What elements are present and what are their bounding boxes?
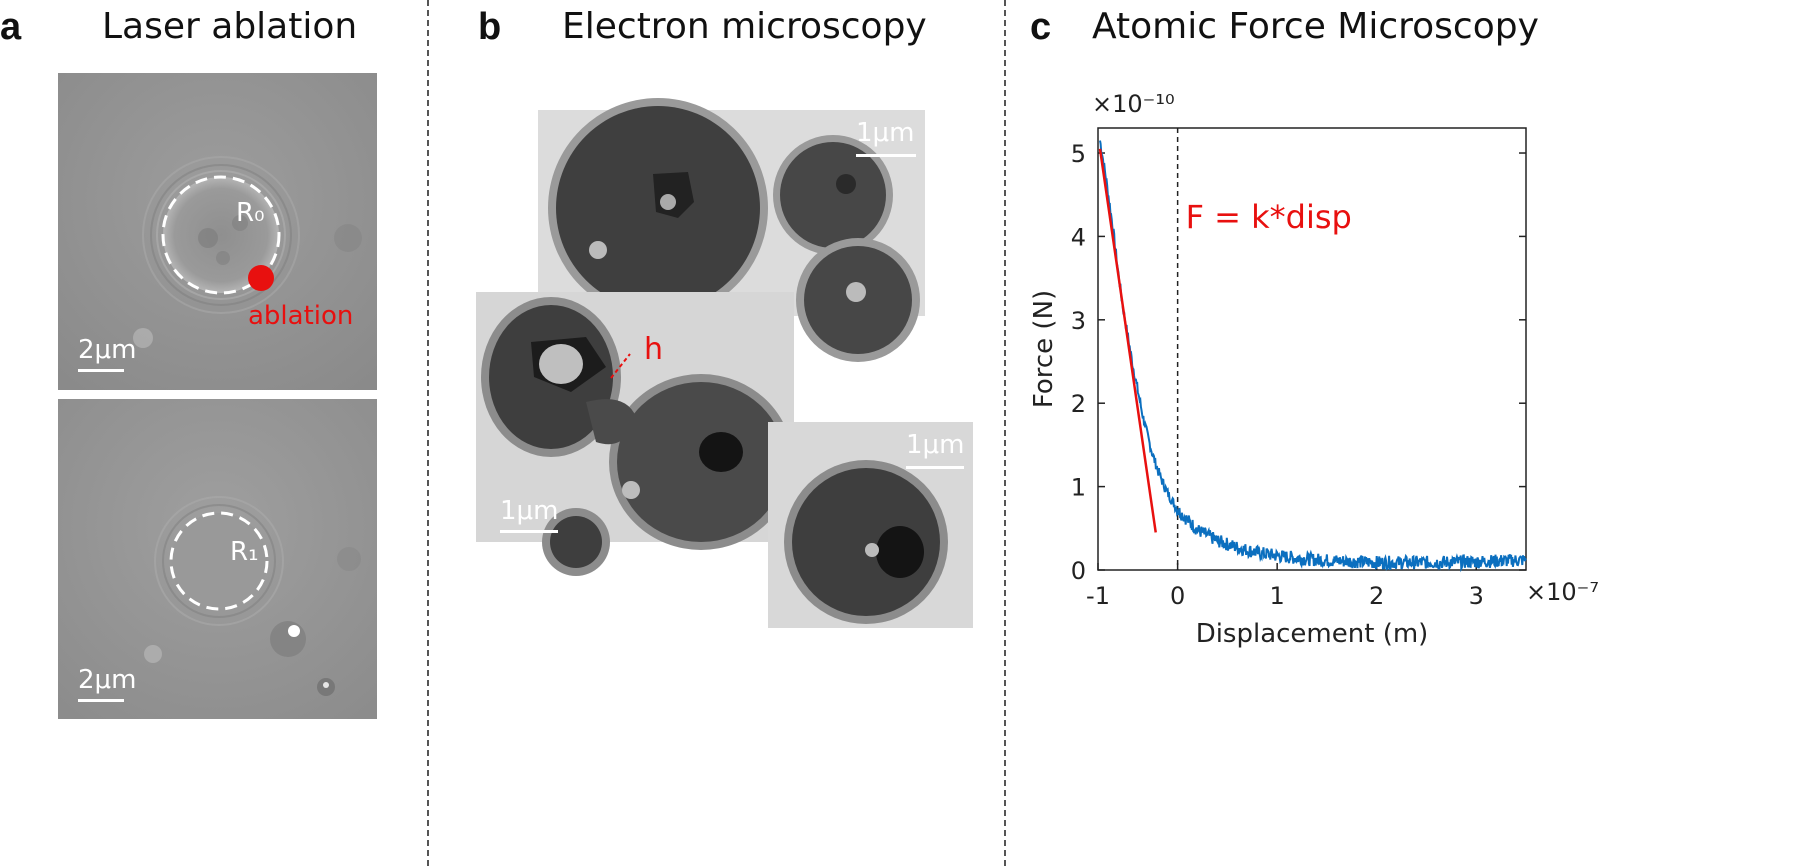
panel-title-c: Atomic Force Microscopy (1092, 6, 1539, 47)
scalebar-line (906, 466, 964, 469)
scalebar-line (856, 154, 916, 157)
scalebar-line (78, 369, 124, 372)
y-tick-label: 5 (1071, 140, 1086, 168)
thickness-indicator-line (610, 353, 631, 379)
scalebar-label: 2μm (78, 665, 137, 695)
scalebar-label: 1μm (906, 430, 965, 460)
laser-micrograph-before-art (58, 73, 377, 390)
scalebar-line (500, 530, 558, 533)
x-tick-label: -1 (1086, 582, 1110, 610)
radius-label-r1: R₁ (230, 537, 259, 567)
panel-letter-a: a (0, 6, 22, 48)
x-axis-label: Displacement (m) (1196, 619, 1429, 649)
x-axis-ticks: -1 0 1 2 3 (1086, 563, 1484, 610)
laser-micrograph-after: R₁ 2μm (58, 399, 377, 719)
em-image-dividing-cell: h 1μm (476, 292, 794, 576)
y-exponent-label: ×10⁻¹⁰ (1092, 90, 1175, 118)
x-tick-label: 1 (1270, 582, 1285, 610)
em-image-bottom-right-art (768, 422, 973, 628)
panel-title-b: Electron microscopy (562, 6, 927, 47)
hooke-law-annotation: F = k*disp (1186, 198, 1352, 236)
scalebar-label: 1μm (500, 496, 559, 526)
ablation-point-marker (248, 265, 274, 291)
em-image-top: 1μm (538, 98, 925, 362)
linear-fit-line (1098, 148, 1157, 533)
cell-wall-thickness-label: h (644, 332, 664, 367)
force-displacement-series (1099, 140, 1527, 573)
x-exponent-label: ×10⁻⁷ (1526, 578, 1599, 606)
panel-divider-ab (427, 0, 429, 866)
panel-divider-bc (1004, 0, 1006, 866)
x-tick-label: 3 (1469, 582, 1484, 610)
laser-micrograph-before: R₀ ablation 2μm (58, 73, 377, 390)
panel-title-a: Laser ablation (102, 6, 358, 47)
y-tick-label: 2 (1071, 390, 1086, 418)
plot-area-frame (1097, 127, 1527, 571)
x-tick-label: 2 (1369, 582, 1384, 610)
scalebar-label: 2μm (78, 335, 137, 365)
panel-letter-c: c (1030, 6, 1052, 48)
ablation-label: ablation (248, 301, 354, 331)
em-image-bottom-right: 1μm (768, 422, 973, 628)
laser-micrograph-after-art (58, 399, 377, 719)
y-tick-label: 0 (1071, 557, 1086, 585)
series-layer (1098, 140, 1527, 573)
panel-letter-b: b (478, 6, 502, 48)
em-image-dividing-cell-art (476, 292, 794, 576)
scalebar-label: 1μm (856, 118, 915, 148)
y-axis-ticks: 0 1 2 3 4 5 (1071, 140, 1526, 585)
x-tick-label: 0 (1170, 582, 1185, 610)
y-tick-label: 4 (1071, 223, 1086, 251)
y-tick-label: 3 (1071, 307, 1086, 335)
scalebar-line (78, 699, 124, 702)
em-image-top-art (538, 98, 925, 362)
y-axis-label: Force (N) (1029, 290, 1059, 408)
radius-label-r0: R₀ (236, 198, 265, 228)
y-tick-label: 1 (1071, 474, 1086, 502)
